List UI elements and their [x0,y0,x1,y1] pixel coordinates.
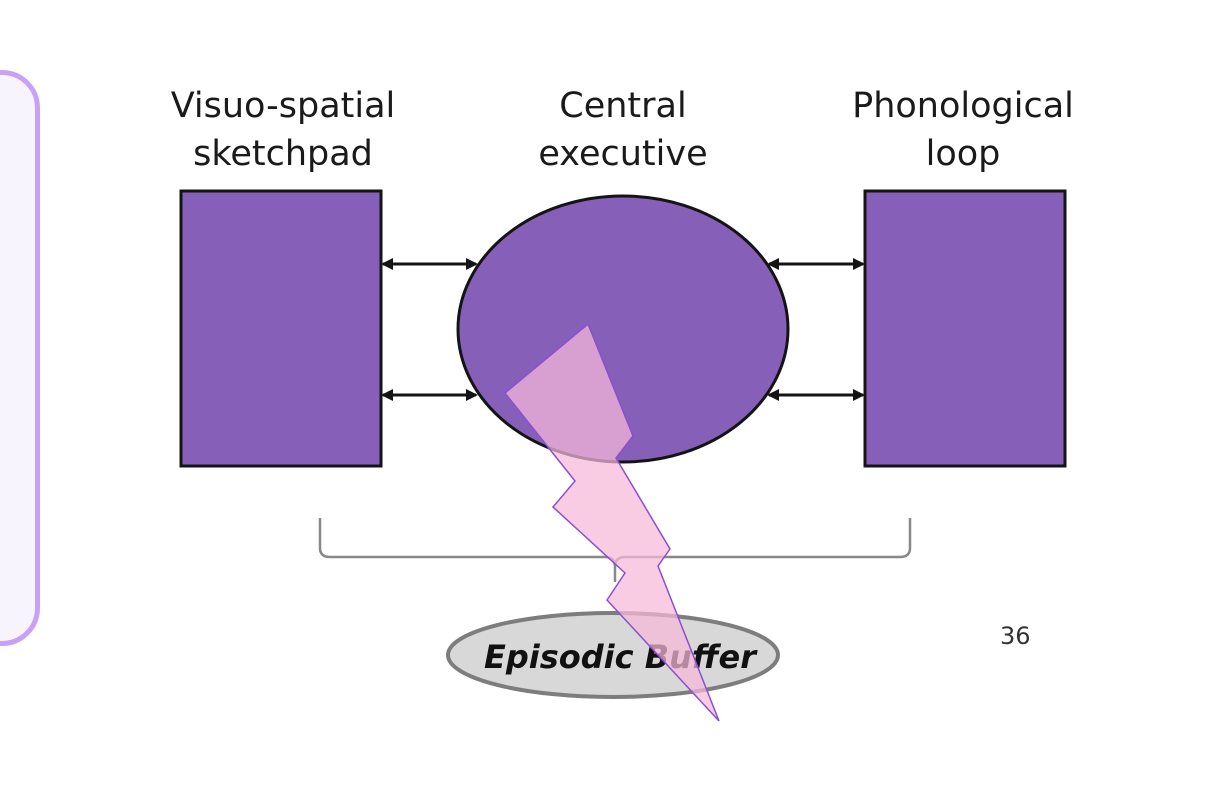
side-panel [0,70,40,646]
page-number: 36 [1000,622,1031,650]
phonological-loop-box [863,189,1067,468]
visuo-spatial-sketchpad-box [179,189,383,468]
central-executive-label: Central executive [538,86,708,174]
lightning-bolt-icon [503,322,720,722]
phonological-loop-label: Phonological loop [852,86,1074,174]
episodic-buffer-label: Episodic Buffer [484,638,758,676]
visuo-spatial-sketchpad-label: Visuo-spatial sketchpad [170,86,396,174]
